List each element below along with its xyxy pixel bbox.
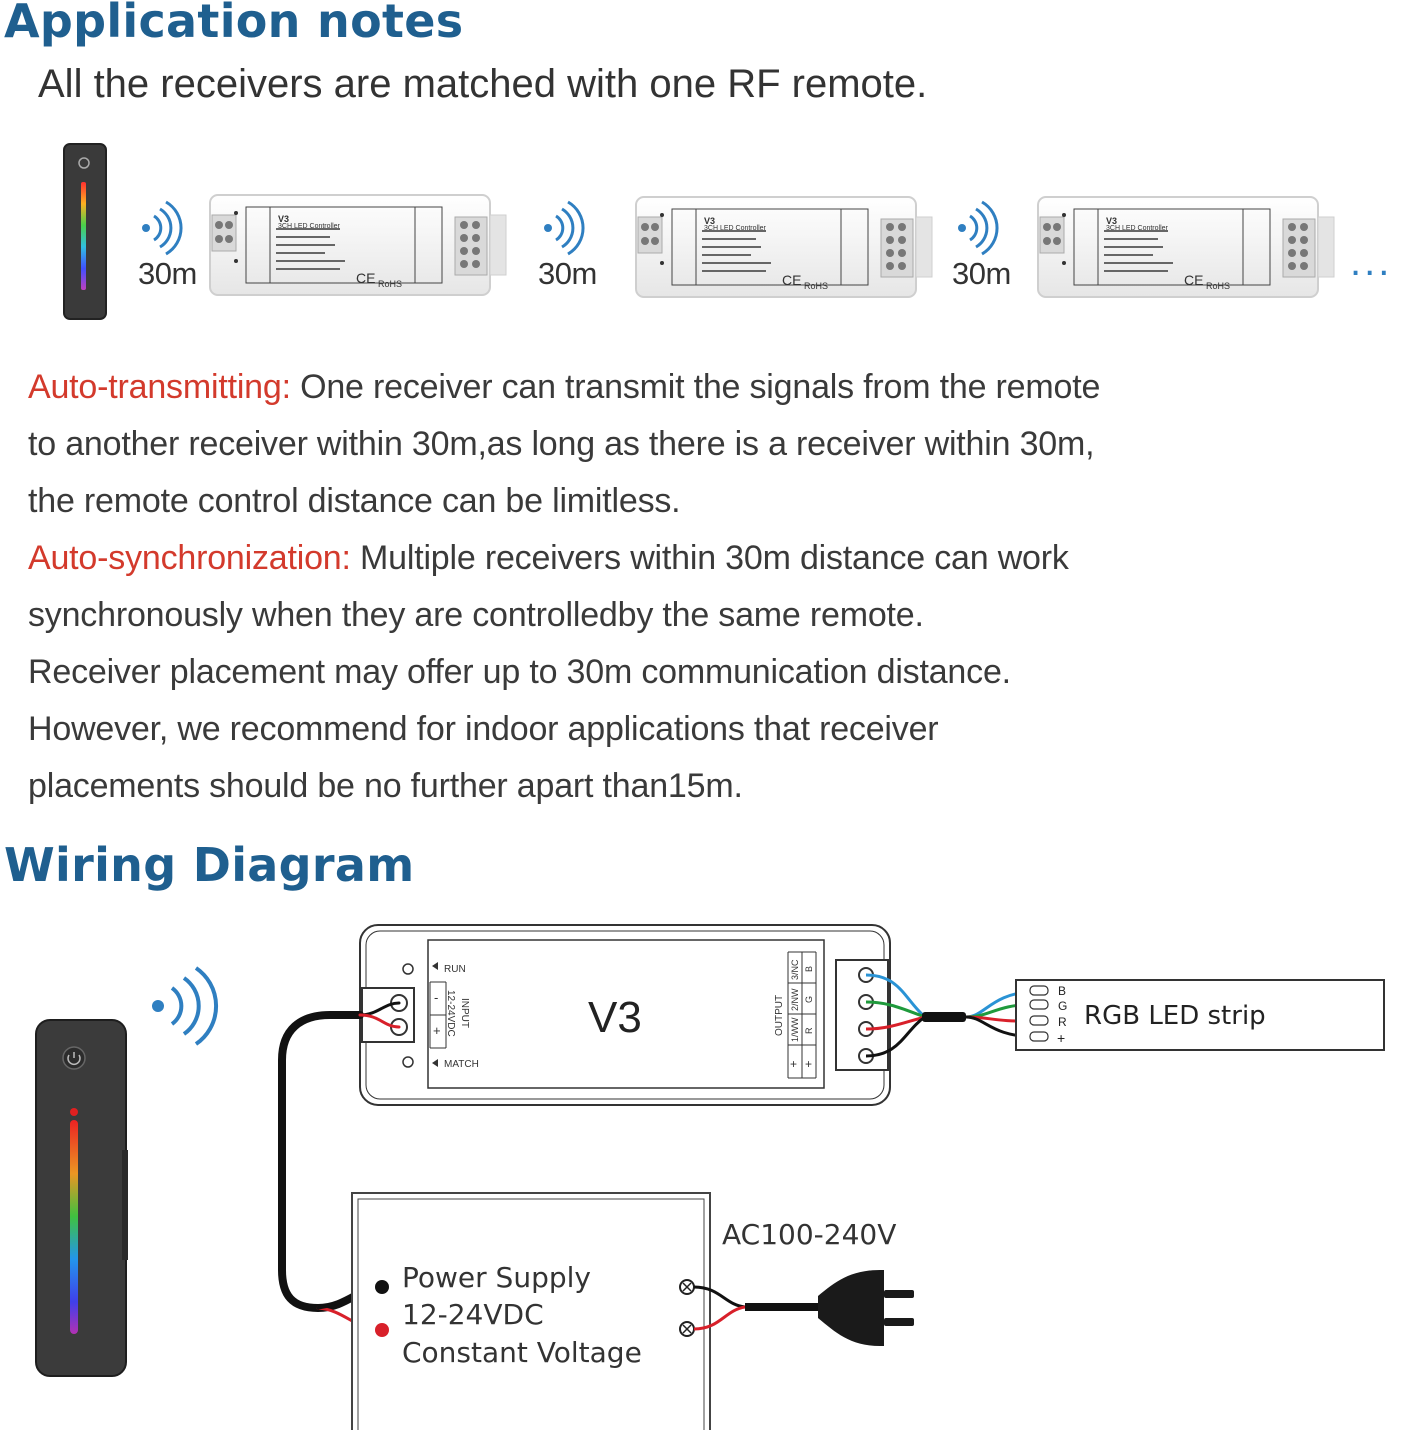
- signal-waves-icon: [542, 200, 585, 256]
- output-color-plus: +: [805, 1057, 812, 1071]
- power-supply-line-3: Constant Voltage: [402, 1336, 642, 1369]
- wiring-diagram-heading: Wiring Diagram: [4, 838, 415, 892]
- signal-waves-icon: [956, 200, 999, 256]
- match-label: MATCH: [444, 1059, 479, 1070]
- rf-remote-icon: [63, 143, 107, 320]
- receiver-model-label: V3: [704, 216, 715, 226]
- receiver-product-label: 3CH LED Controller: [704, 225, 767, 232]
- strip-pin-b: B: [1058, 984, 1066, 998]
- rgb-led-strip: [1015, 979, 1385, 1051]
- ac-wires: [693, 1285, 820, 1331]
- input-voltage-label: 12-24VDC: [445, 990, 456, 1037]
- auto-sync-term: Auto-synchronization:: [28, 539, 351, 577]
- rohs-mark: RoHS: [804, 281, 828, 291]
- application-notes-heading: Application notes: [4, 0, 464, 48]
- receiver-product-label: 3CH LED Controller: [1106, 225, 1169, 232]
- receiver-module-icon: V3 3CH LED Controller CE RoHS: [209, 194, 507, 296]
- output-channel-2: 2/NW: [790, 988, 800, 1011]
- application-notes-subtitle: All the receivers are matched with one R…: [38, 62, 928, 106]
- auto-sync-line-2: synchronously when they are controlledby…: [28, 596, 924, 634]
- output-color-b: B: [804, 966, 814, 972]
- auto-transmitting-line-3: the remote control distance can be limit…: [28, 482, 681, 520]
- placement-line-1: Receiver placement may offer up to 30m c…: [28, 653, 1011, 691]
- strip-pin-plus: +: [1057, 1030, 1065, 1046]
- receiver-model-label: V3: [1106, 216, 1117, 226]
- power-plug-icon: [818, 1270, 914, 1346]
- more-receivers-indicator: ...: [1350, 240, 1393, 284]
- input-wires: [278, 1001, 401, 1332]
- v3-controller: [359, 924, 891, 1106]
- auto-transmitting-text: One receiver can transmit the signals fr…: [290, 368, 1101, 406]
- run-label: RUN: [444, 964, 466, 975]
- power-supply: [351, 1192, 711, 1430]
- auto-transmitting-line-2: to another receiver within 30m,as long a…: [28, 425, 1095, 463]
- input-label: INPUT: [459, 998, 470, 1028]
- receivers-illustration: V3 3CH LED Controller CE RoHS V3 3CH LED…: [63, 143, 1335, 320]
- rf-remote-icon: [35, 1019, 128, 1377]
- rohs-mark: RoHS: [1206, 281, 1230, 291]
- output-color-g: G: [804, 996, 814, 1003]
- receiver-module-icon: V3 3CH LED Controller CE RoHS: [635, 196, 933, 298]
- input-minus-label: -: [434, 990, 438, 1005]
- auto-transmitting-term: Auto-transmitting:: [28, 368, 291, 406]
- signal-waves-icon: [140, 200, 183, 256]
- ce-mark: CE: [782, 272, 801, 288]
- power-supply-line-2: 12-24VDC: [402, 1298, 544, 1331]
- auto-sync-text: Multiple receivers within 30m distance c…: [350, 539, 1069, 577]
- output-label: OUTPUT: [774, 995, 785, 1036]
- signal-waves-icon: [152, 966, 219, 1046]
- ce-mark: CE: [1184, 272, 1203, 288]
- output-wires: [865, 973, 1035, 1058]
- auto-transmitting-line-1: Auto-transmitting: One receiver can tran…: [28, 368, 1100, 407]
- wiring-diagram: V3 RUN MATCH - + INPUT 12-24VDC OUTPUT 3…: [35, 924, 1385, 1430]
- distance-label: 30m: [138, 256, 197, 291]
- placement-line-2: However, we recommend for indoor applica…: [28, 710, 939, 748]
- output-channel-1: 3/NC: [790, 959, 800, 980]
- input-plus-label: +: [433, 1023, 441, 1038]
- receiver-product-label: 3CH LED Controller: [278, 223, 341, 230]
- strip-label: RGB LED strip: [1084, 1001, 1266, 1031]
- distance-label: 30m: [952, 256, 1011, 291]
- receiver-model-label: V3: [278, 214, 289, 224]
- distance-label: 30m: [538, 256, 597, 291]
- controller-model-label: V3: [588, 993, 642, 1042]
- ac-voltage-label: AC100-240V: [722, 1218, 896, 1251]
- output-channel-3: 1/WW: [790, 1017, 800, 1042]
- strip-pin-g: G: [1058, 999, 1067, 1013]
- ce-mark: CE: [356, 270, 375, 286]
- placement-line-3: placements should be no further apart th…: [28, 767, 743, 805]
- strip-pin-r: R: [1058, 1015, 1067, 1029]
- output-channel-4: +: [790, 1057, 797, 1071]
- receiver-module-icon: V3 3CH LED Controller CE RoHS: [1037, 196, 1335, 298]
- auto-sync-line-1: Auto-synchronization: Multiple receivers…: [28, 539, 1069, 578]
- output-color-r: R: [804, 1027, 814, 1034]
- rohs-mark: RoHS: [378, 279, 402, 289]
- power-supply-line-1: Power Supply: [402, 1261, 591, 1294]
